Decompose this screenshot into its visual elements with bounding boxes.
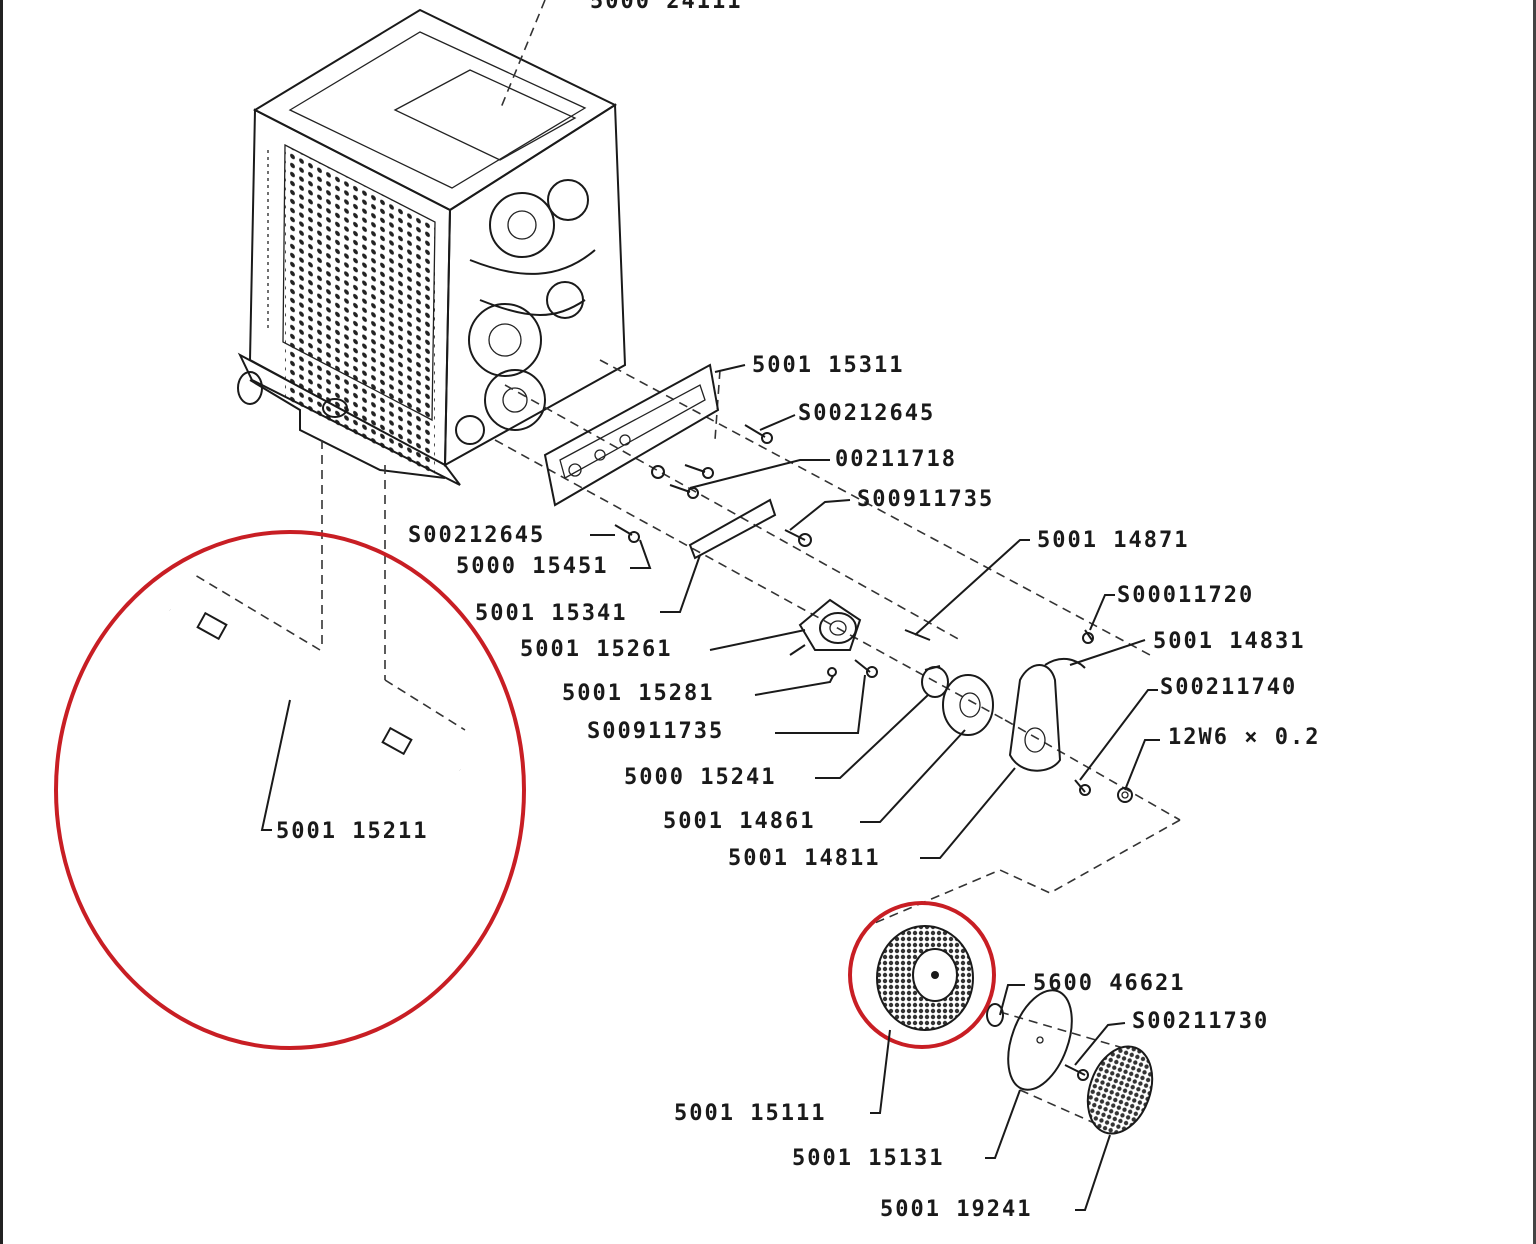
label-5001-19241: 5001 19241 [880,1197,1032,1222]
label-00211718: 00211718 [835,447,957,472]
right-border [1533,0,1536,1244]
label-5000-15451: 5000 15451 [456,554,608,579]
label-5000-15241: 5000 15241 [624,765,776,790]
label-s00212645-b: S00212645 [408,523,545,548]
lever-arm [1008,657,1086,772]
left-border [0,0,3,1244]
mesh-panel [285,145,435,477]
label-top-cut: 5000 24111 [590,0,742,14]
knurled-knob [876,925,974,1031]
drive-shaft [168,606,462,774]
label-5001-15281: 5001 15281 [562,681,714,706]
label-5001-15341: 5001 15341 [475,601,627,626]
label-5001-14811: 5001 14811 [728,846,880,871]
label-5001-15211: 5001 15211 [276,819,428,844]
label-5001-14831: 5001 14831 [1153,629,1305,654]
pin [904,629,931,641]
label-s00211730: S00211730 [1132,1009,1269,1034]
label-s00911735-b: S00911735 [587,719,724,744]
small-plate [688,498,777,560]
label-5001-15311: 5001 15311 [752,353,904,378]
label-12w6: 12W6 × 0.2 [1168,725,1320,750]
bushing [921,665,949,698]
label-5001-15131: 5001 15131 [792,1146,944,1171]
highlight-circle-shaft [54,530,526,1050]
chassis-frame [237,8,627,486]
highlight-circle-knob [848,901,996,1049]
label-s00211740: S00211740 [1160,675,1297,700]
label-s00911735-a: S00911735 [857,487,994,512]
label-5001-14861: 5001 14861 [663,809,815,834]
label-s00011720: S00011720 [1117,583,1254,608]
part-labels: 5000 24111 5001 15311 S00212645 00211718… [276,0,1320,1222]
label-s00212645-a: S00212645 [798,401,935,426]
gear-hub [942,674,994,736]
label-5001-15261: 5001 15261 [520,637,672,662]
label-5001-15111: 5001 15111 [674,1101,826,1126]
pulley-bracket [789,598,862,656]
knob-cap [1086,1045,1154,1135]
washer [986,1003,1004,1027]
leader-lines [260,364,1160,1211]
bracket-plate [543,363,720,507]
label-5001-14871: 5001 14871 [1037,528,1189,553]
assembly-lines [194,0,1181,1131]
cover-plate [1007,989,1073,1091]
label-5600-46621: 5600 46621 [1033,971,1185,996]
